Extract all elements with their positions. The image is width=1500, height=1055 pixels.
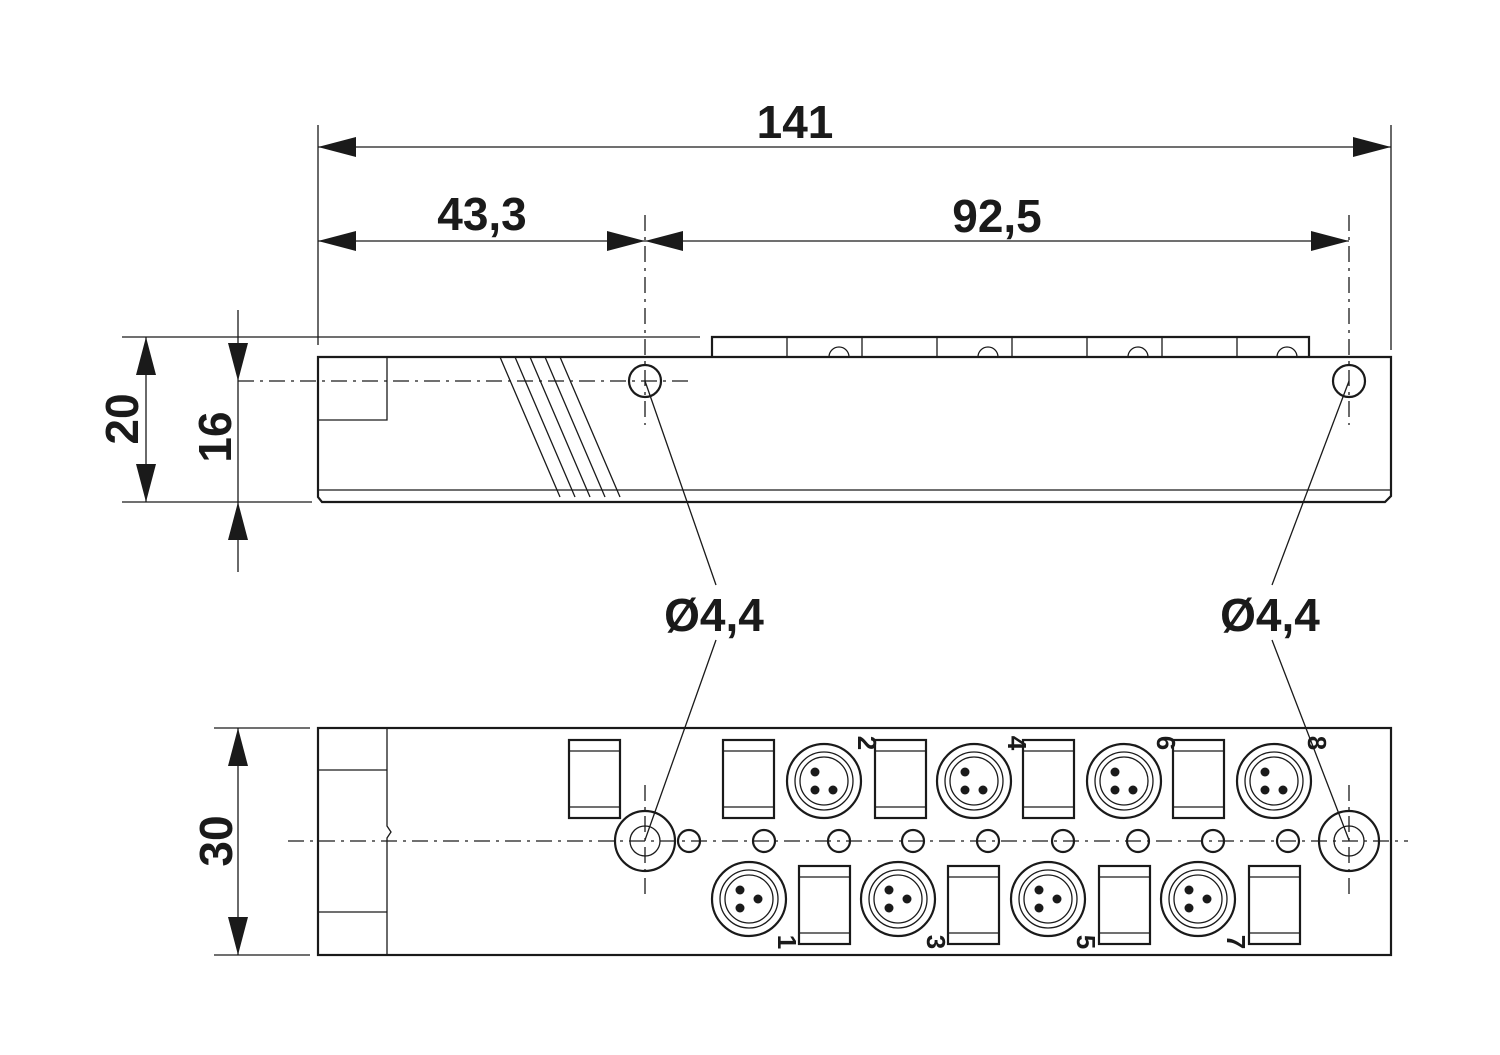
- port-number-6: 6: [1151, 736, 1181, 750]
- side-view-hole-right: [1331, 363, 1367, 399]
- top-view-hole-left: [613, 809, 677, 873]
- hole-diameter-label-left: Ø4,4: [664, 589, 764, 641]
- top-view-body-outline: [316, 726, 1393, 957]
- port-number-2: 2: [852, 736, 882, 750]
- leader-right-lower: [1271, 639, 1350, 841]
- port-number-8: 8: [1302, 736, 1332, 750]
- side-view-connector-tops: [710, 335, 1311, 358]
- leader-left-lower: [644, 639, 717, 841]
- leader-right-upper: [1271, 380, 1350, 586]
- arrow-141-right: [1353, 137, 1391, 157]
- label-fields-bottom: [797, 864, 1302, 946]
- connector-port-5: [1009, 860, 1087, 938]
- led-indicators: [676, 828, 1301, 854]
- connector-port-6: [1085, 742, 1163, 820]
- connector-port-7: [1159, 860, 1237, 938]
- dimension-hole-offset: 43,3: [437, 188, 527, 240]
- dimension-overall-length: 141: [757, 96, 834, 148]
- top-view-end-cap: [386, 728, 392, 955]
- side-view: [238, 215, 1393, 504]
- vertical-dimensions-side: 20 16: [96, 310, 700, 572]
- dimension-hole-spacing: 92,5: [952, 190, 1042, 242]
- port-number-7: 7: [1221, 935, 1251, 949]
- connector-port-2: [785, 742, 863, 820]
- diameter-callouts: Ø4,4 Ø4,4: [644, 380, 1350, 841]
- top-view: 2 4 6 8 1 3 5 7: [288, 726, 1408, 957]
- top-view-hole-right: [1317, 809, 1381, 873]
- horizontal-dimensions: 141 43,3 92,5: [317, 96, 1392, 350]
- side-view-end-cap: [318, 357, 388, 421]
- connector-port-3: [859, 860, 937, 938]
- arrow-43-left: [318, 231, 356, 251]
- side-view-body-outline: [316, 355, 1393, 504]
- label-fields-top: [567, 738, 1226, 820]
- leader-left-upper: [644, 380, 717, 586]
- connector-port-4: [935, 742, 1013, 820]
- connector-port-8: [1235, 742, 1313, 820]
- arrow-92-left: [645, 231, 683, 251]
- dimension-total-height: 20: [96, 393, 148, 444]
- dimension-width: 30: [190, 815, 242, 866]
- vertical-dimension-width: 30: [190, 727, 310, 956]
- port-number-5: 5: [1071, 935, 1101, 949]
- side-view-grooves: [499, 356, 621, 498]
- dimension-body-height: 16: [189, 411, 241, 462]
- port-number-1: 1: [772, 935, 802, 949]
- connector-port-1: [710, 860, 788, 938]
- side-view-hole-left: [627, 363, 663, 399]
- arrow-92-right: [1311, 231, 1349, 251]
- port-number-3: 3: [921, 935, 951, 949]
- port-number-4: 4: [1002, 736, 1032, 751]
- arrow-141-left: [318, 137, 356, 157]
- arrow-43-right: [607, 231, 645, 251]
- hole-diameter-label-right: Ø4,4: [1220, 589, 1320, 641]
